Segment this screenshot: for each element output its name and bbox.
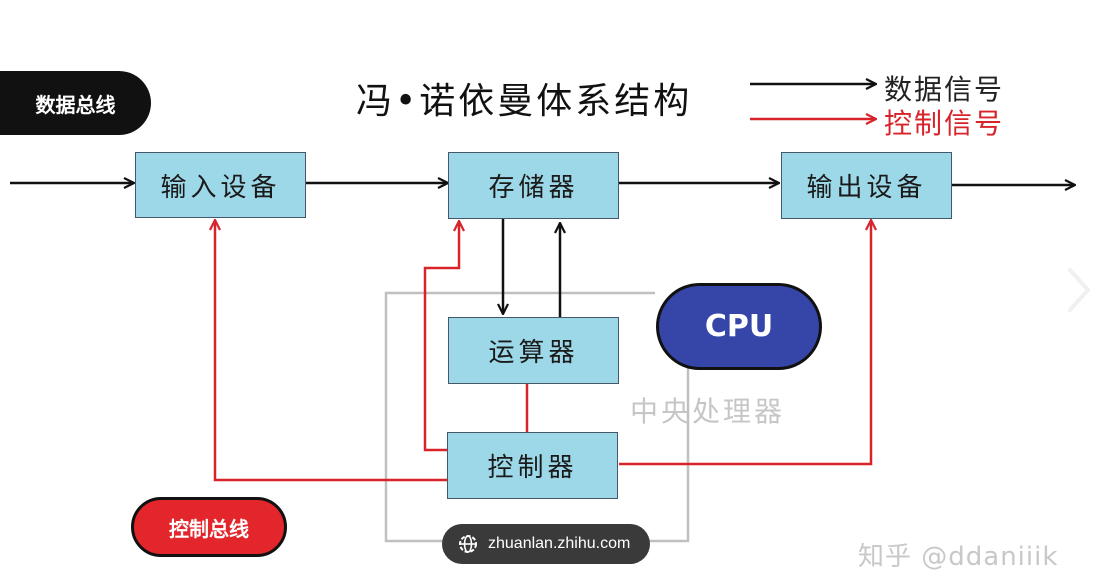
globe-icon — [458, 534, 478, 554]
edge-controller-to-memory — [423, 221, 459, 452]
next-image-button[interactable] — [1060, 265, 1095, 315]
url-text: zhuanlan.zhihu.com — [488, 535, 631, 552]
data-bus-badge: 数据总线 — [0, 71, 151, 135]
control-bus-badge: 控制总线 — [131, 497, 287, 557]
cpu-region-outline — [384, 291, 690, 543]
cpu-badge: CPU — [656, 283, 822, 370]
node-input-device: 输入设备 — [135, 152, 306, 218]
diagram-title: 冯•诺依曼体系结构 — [356, 81, 693, 122]
node-controller: 控制器 — [447, 432, 618, 499]
node-alu: 运算器 — [448, 317, 619, 384]
edge-controller-to-input — [215, 220, 448, 482]
chevron-right-icon — [1068, 268, 1090, 312]
node-memory: 存储器 — [448, 152, 619, 219]
legend-control-label: 控制信号 — [884, 107, 1005, 140]
url-chip[interactable]: zhuanlan.zhihu.com — [442, 524, 650, 564]
node-output-device: 输出设备 — [781, 152, 952, 219]
legend-data-label: 数据信号 — [884, 73, 1005, 106]
watermark: 知乎 @ddaniiik — [858, 542, 1059, 572]
cpu-region-label: 中央处理器 — [630, 395, 786, 428]
edge-controller-to-output — [619, 220, 871, 466]
